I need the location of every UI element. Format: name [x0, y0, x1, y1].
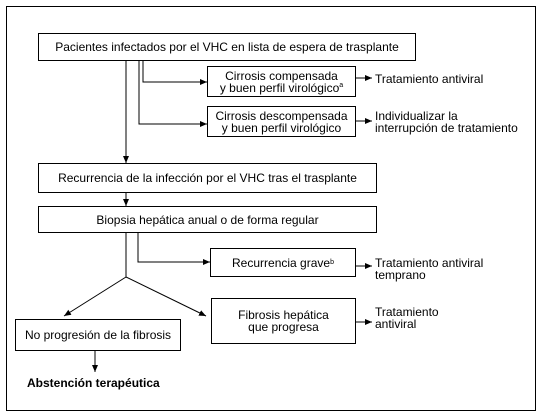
node-compensated-line2: y buen perfil virológico: [219, 80, 340, 95]
outcome-antiviral: Tratamiento antiviral: [375, 72, 484, 86]
node-waitlist: Pacientes infectados por el VHC en lista…: [38, 33, 416, 61]
node-compensated: Cirrosis compensada y buen perfil viroló…: [207, 66, 356, 97]
outer-frame: [6, 6, 536, 411]
node-decompensated-line1: Cirrosis descompensada: [215, 108, 348, 123]
footnote-a: a: [339, 81, 344, 89]
node-fibrosis-line1: Fibrosis hepática: [238, 308, 329, 322]
arrow-to-no-progression: [63, 276, 127, 317]
outcome-fibrosis-treat-line2: antiviral: [375, 317, 417, 331]
arrow-to-compensated: [142, 60, 207, 85]
outcome-early-line2: temprano: [375, 268, 426, 282]
node-decompensated-line2: y buen perfil virológico: [221, 120, 342, 135]
outcome-individualize: Individualizar la interrupción de tratam…: [375, 110, 518, 134]
node-recurrence-post: Recurrencia de la infección por el VHC t…: [38, 163, 377, 193]
node-fibrosis: Fibrosis hepática que progresa: [211, 298, 356, 344]
node-no-progression: No progresión de la fibrosis: [15, 319, 181, 351]
node-fibrosis-line2: que progresa: [248, 320, 319, 334]
node-compensated-line1: Cirrosis compensada: [225, 68, 338, 83]
outcome-early-antiviral: Tratamiento antiviral temprano: [375, 257, 483, 281]
outcome-individualize-line2: interrupción de tratamiento: [375, 121, 518, 135]
node-recurrence-post-label: Recurrencia de la infección por el VHC t…: [58, 171, 357, 185]
node-no-progression-label: No progresión de la fibrosis: [24, 328, 172, 342]
outcome-early-line1: Tratamiento antiviral: [375, 256, 484, 270]
outcome-individualize-line1: Individualizar la: [375, 109, 458, 123]
node-biopsy-label: Biopsia hepática anual o de forma regula…: [96, 212, 319, 227]
node-severe-recurrence-label: Recurrencia grave: [232, 255, 331, 270]
outcome-abstention: Abstención terapéutica: [27, 376, 160, 390]
node-decompensated: Cirrosis descompensada y buen perfil vir…: [207, 106, 356, 137]
arrow-to-fibrosis: [125, 276, 207, 317]
arrow-to-decompensated: [138, 60, 207, 127]
outcome-fibrosis-antiviral: Tratamiento antiviral: [375, 306, 439, 330]
outcome-fibrosis-treat-line1: Tratamiento: [375, 305, 439, 319]
arrow-to-severe-recurrence: [137, 232, 210, 265]
node-biopsy: Biopsia hepática anual o de forma regula…: [38, 206, 377, 233]
node-compensated-line2-wrap: y buen perfil virológicoa: [220, 82, 343, 94]
node-waitlist-label: Pacientes infectados por el VHC en lista…: [55, 40, 399, 54]
